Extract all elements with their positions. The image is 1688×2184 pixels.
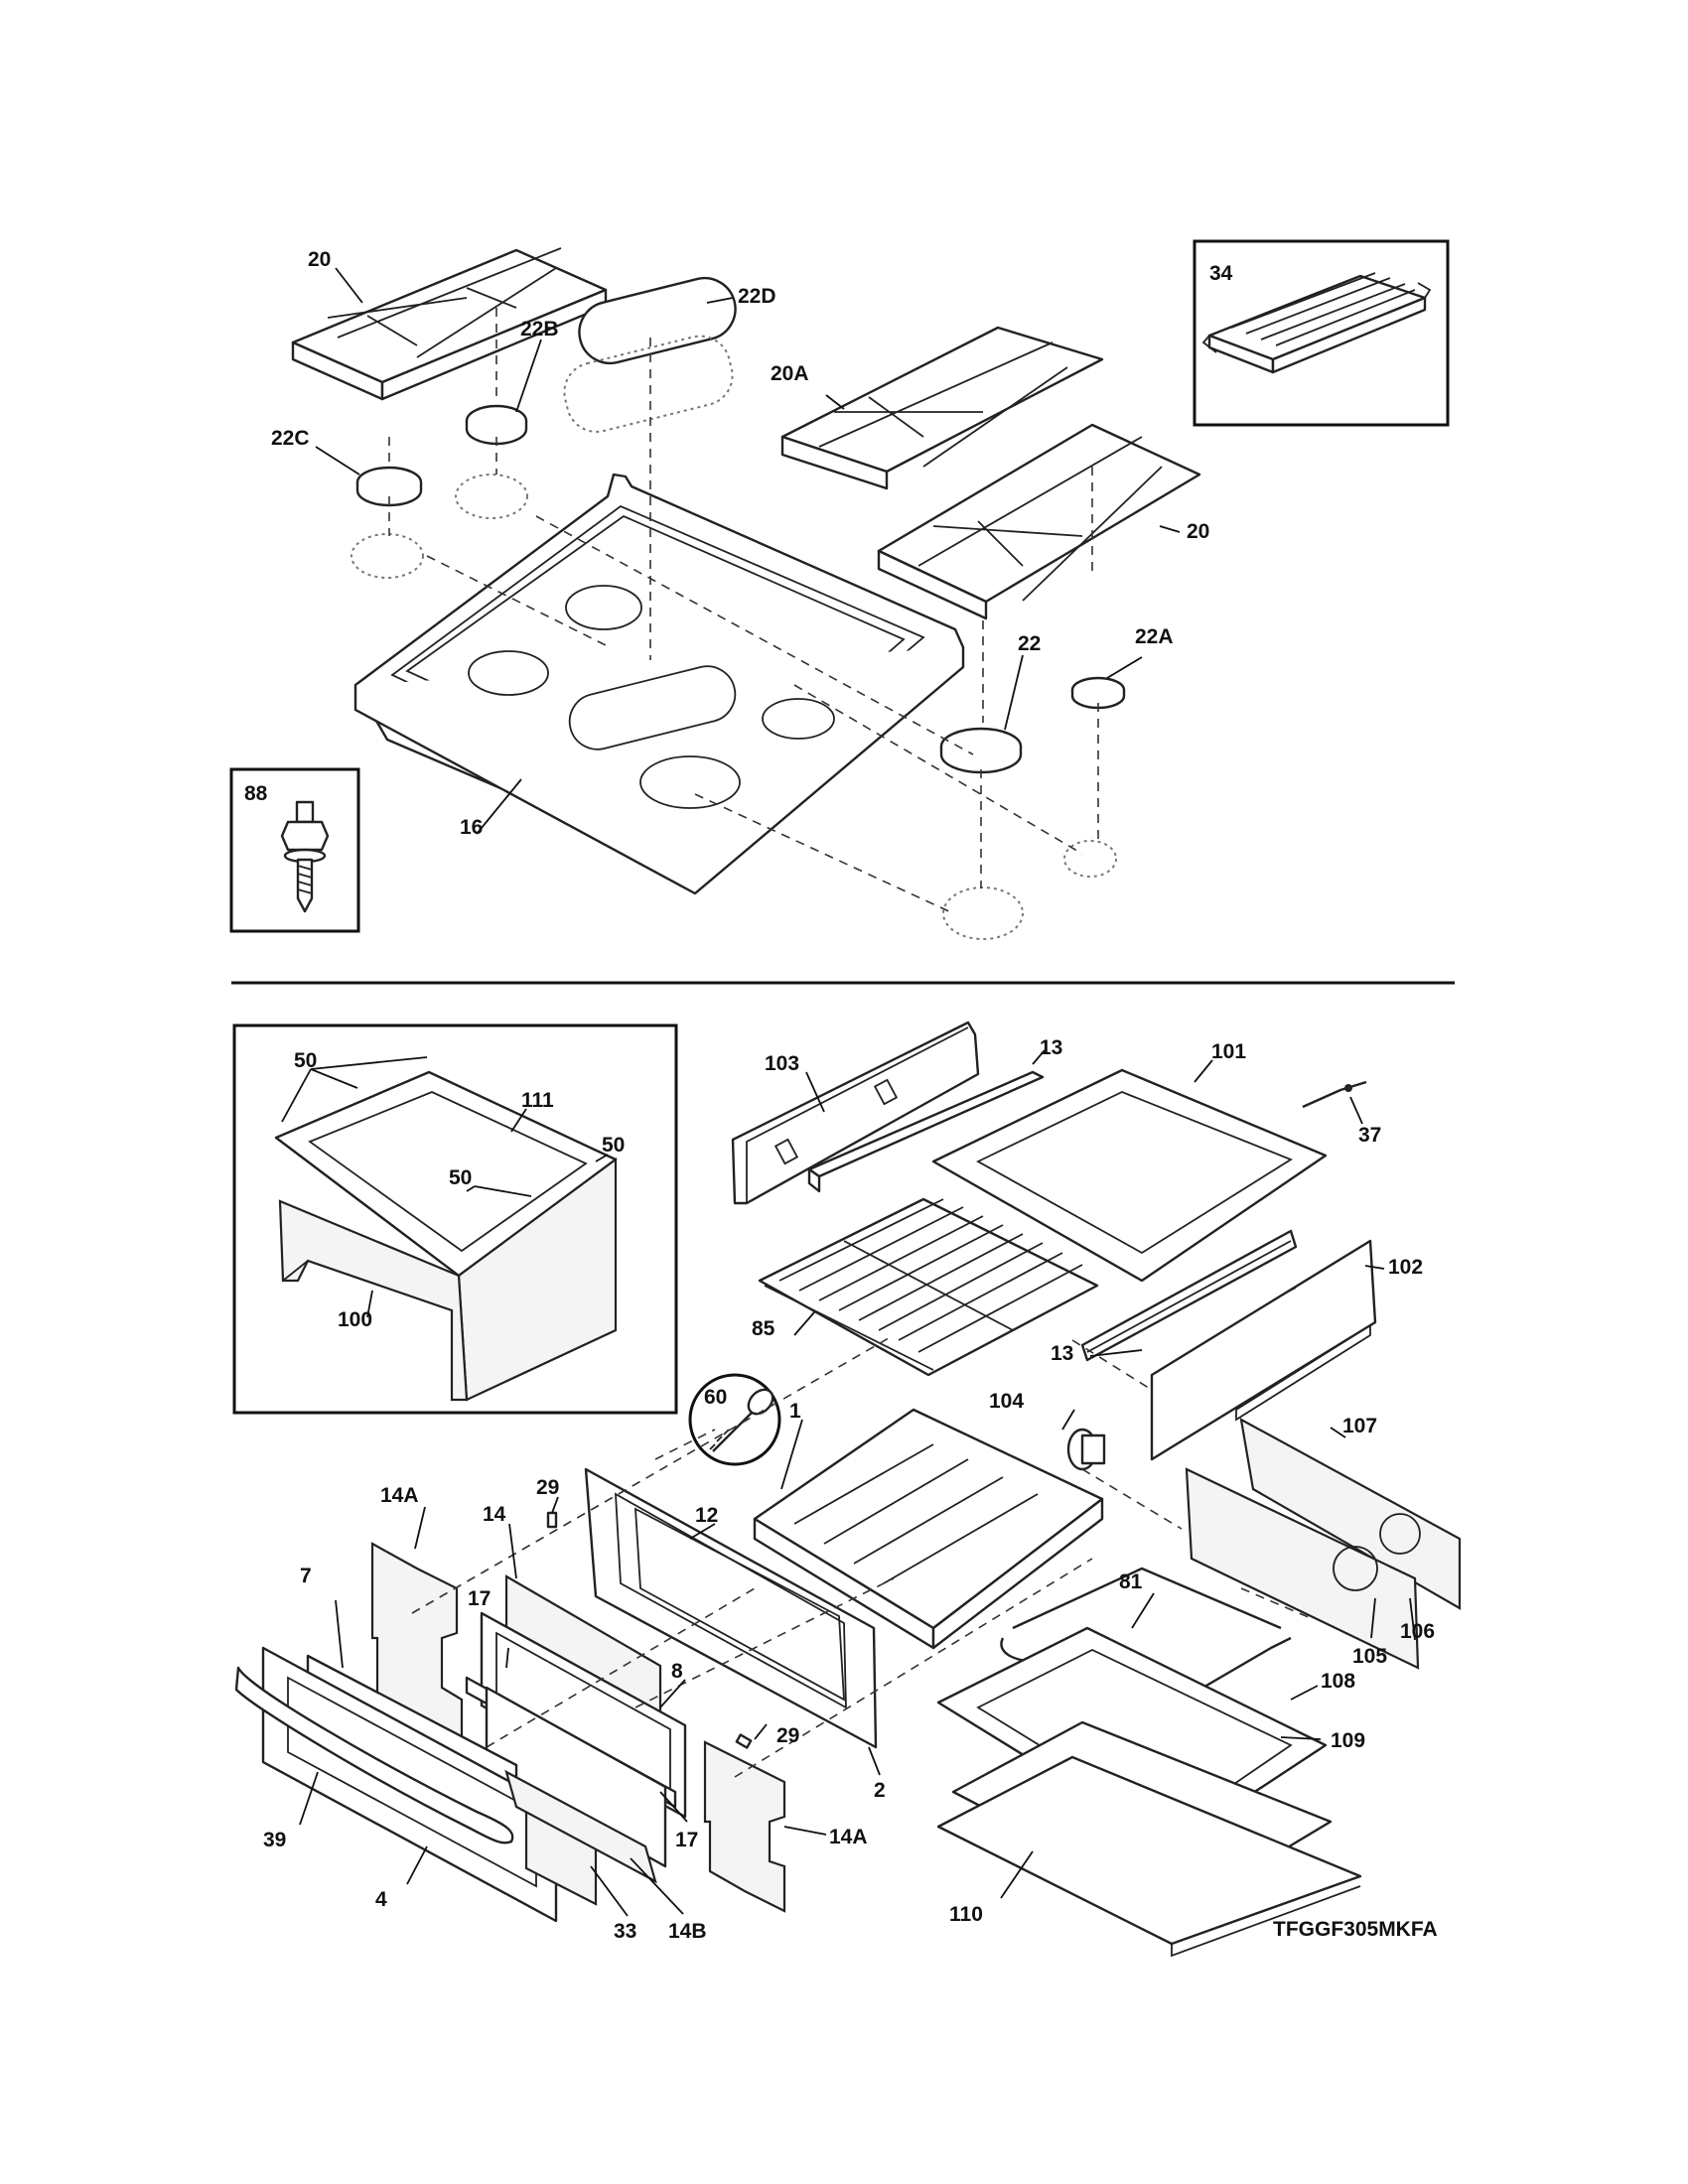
label-107: 107 xyxy=(1342,1415,1377,1437)
insulation-14b xyxy=(504,1769,657,1884)
burner-grate-20-left xyxy=(291,247,608,401)
label-101: 101 xyxy=(1211,1040,1246,1063)
label-8: 8 xyxy=(671,1660,683,1683)
burner-cap-22c xyxy=(351,466,424,579)
label-29-upper: 29 xyxy=(536,1476,559,1499)
oval-burner-cap-22d xyxy=(563,276,737,433)
label-7: 7 xyxy=(300,1565,312,1587)
label-108: 108 xyxy=(1321,1670,1355,1693)
label-22: 22 xyxy=(1018,632,1041,655)
label-88: 88 xyxy=(244,782,268,805)
label-103: 103 xyxy=(765,1052,799,1075)
label-22c: 22C xyxy=(271,427,310,450)
back-panels-105-106-107 xyxy=(1185,1417,1462,1670)
label-110: 110 xyxy=(949,1903,983,1926)
oven-light-104 xyxy=(1066,1428,1106,1471)
part-labels: 20 22D 22B 22C 20A 34 20 22 22A 88 16 50… xyxy=(244,248,1435,1943)
oven-liner-1 xyxy=(753,1408,1104,1650)
label-2: 2 xyxy=(874,1779,886,1802)
rack-rail-13-lower xyxy=(1080,1229,1298,1362)
label-22b: 22B xyxy=(520,318,559,341)
label-85: 85 xyxy=(752,1317,775,1340)
burner-cap-22a xyxy=(1063,676,1126,878)
model-number: TFGGF305MKFA xyxy=(1273,1918,1438,1941)
door-handle-39 xyxy=(234,1666,514,1844)
oven-top-panel-101 xyxy=(931,1068,1328,1283)
label-14: 14 xyxy=(483,1503,506,1526)
label-37: 37 xyxy=(1358,1124,1381,1147)
label-33: 33 xyxy=(614,1920,636,1943)
door-gasket-12 xyxy=(634,1507,845,1702)
label-14a-left: 14A xyxy=(380,1484,419,1507)
label-34: 34 xyxy=(1209,262,1233,285)
assembly-guide-lines-bottom xyxy=(411,1334,1312,1778)
label-109: 109 xyxy=(1331,1729,1365,1752)
label-1: 1 xyxy=(789,1400,801,1423)
label-29-lower: 29 xyxy=(776,1724,799,1747)
leader-lines xyxy=(281,267,1416,1917)
label-17-upper: 17 xyxy=(468,1587,491,1610)
label-13-upper: 13 xyxy=(1040,1036,1062,1059)
screw-29-lower xyxy=(735,1733,753,1749)
label-20-right: 20 xyxy=(1187,520,1209,543)
label-17-lower: 17 xyxy=(675,1829,698,1851)
label-50-center: 50 xyxy=(449,1166,472,1189)
label-22a: 22A xyxy=(1135,625,1174,648)
burner-cap-22 xyxy=(939,727,1024,940)
label-105: 105 xyxy=(1352,1645,1387,1668)
bottom-panels-108-109-110 xyxy=(936,1626,1362,1958)
insulation-14a-left xyxy=(370,1542,464,1744)
label-22d: 22D xyxy=(738,285,776,308)
label-14a-right: 14A xyxy=(829,1826,868,1848)
label-20-left: 20 xyxy=(308,248,331,271)
assembly-guide-lines-top xyxy=(388,308,1099,914)
inset-screw-88 xyxy=(229,767,360,933)
label-13-lower: 13 xyxy=(1051,1342,1073,1365)
cooktop-16 xyxy=(353,473,965,895)
door-window-8 xyxy=(465,1676,677,1868)
label-12: 12 xyxy=(695,1504,718,1527)
inset-screw-60 xyxy=(688,1373,781,1466)
label-111: 111 xyxy=(521,1089,554,1112)
label-102: 102 xyxy=(1388,1256,1423,1279)
oven-rack-85 xyxy=(758,1197,1099,1377)
label-39: 39 xyxy=(263,1829,286,1851)
inset-oven-bottom-cover xyxy=(232,1024,678,1415)
label-100: 100 xyxy=(338,1308,372,1331)
label-50-right: 50 xyxy=(602,1134,625,1157)
burner-cap-22b xyxy=(455,404,528,519)
screw-29-upper xyxy=(546,1511,558,1529)
rack-rail-13-upper xyxy=(807,1070,1045,1193)
label-4: 4 xyxy=(375,1888,387,1911)
label-104: 104 xyxy=(989,1390,1024,1413)
label-106: 106 xyxy=(1400,1620,1435,1643)
label-50-top: 50 xyxy=(294,1049,317,1072)
inset-griddle-34 xyxy=(1193,239,1450,427)
insulation-14a-right xyxy=(703,1740,786,1913)
label-20a: 20A xyxy=(771,362,809,385)
burner-grate-20a xyxy=(780,326,1104,490)
temperature-sensor-37 xyxy=(1302,1080,1367,1109)
label-14b: 14B xyxy=(668,1920,707,1943)
side-panel-103 xyxy=(731,1021,980,1205)
label-81: 81 xyxy=(1119,1570,1143,1593)
side-panel-102 xyxy=(1150,1239,1377,1461)
label-60: 60 xyxy=(704,1386,727,1409)
label-16: 16 xyxy=(460,816,483,839)
burner-grate-20-right xyxy=(877,423,1201,620)
